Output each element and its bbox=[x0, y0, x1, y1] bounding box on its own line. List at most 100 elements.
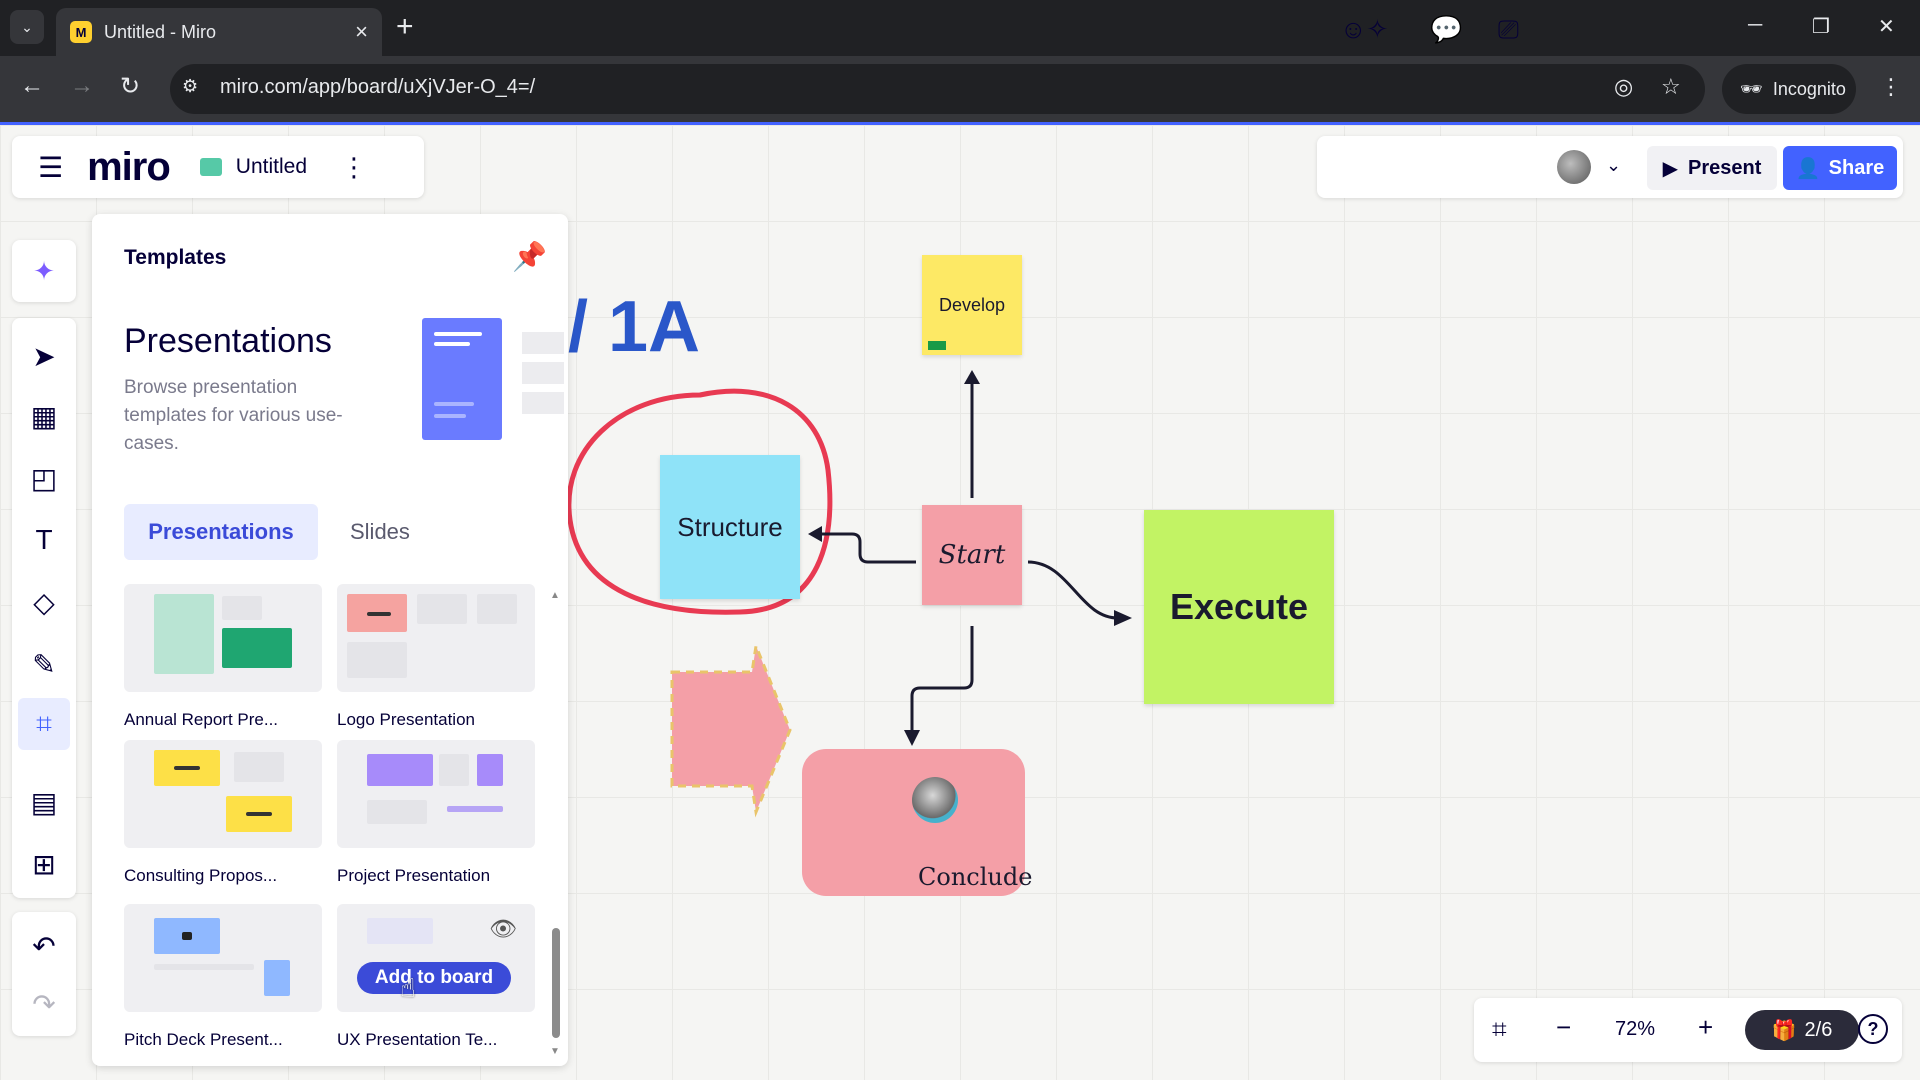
sticky-start-text: Start bbox=[938, 540, 1006, 570]
text-icon[interactable]: T bbox=[35, 524, 53, 555]
template-thumbnail[interactable] bbox=[124, 584, 322, 692]
address-bar[interactable] bbox=[170, 64, 1705, 114]
reactions-icon[interactable]: ☺✧ bbox=[1340, 14, 1389, 44]
template-thumbnail[interactable] bbox=[124, 740, 322, 848]
sticky-develop[interactable]: Develop bbox=[922, 255, 1022, 355]
template-item[interactable]: Consulting Propos... bbox=[124, 740, 322, 886]
gift-icon: 🎁 bbox=[1771, 1019, 1797, 1042]
template-label: Logo Presentation bbox=[337, 710, 475, 729]
ai-assist-icon[interactable]: ✦ bbox=[12, 240, 76, 302]
pen-icon[interactable]: ✎ bbox=[32, 648, 56, 680]
sticky-note-icon[interactable]: ◰ bbox=[30, 462, 58, 494]
play-icon: ▶ bbox=[1662, 157, 1678, 180]
miro-logo[interactable]: miro bbox=[87, 144, 171, 189]
board-more-icon[interactable]: ⋮ bbox=[341, 151, 367, 182]
undo-icon[interactable]: ↶ bbox=[32, 930, 56, 962]
sticky-execute[interactable]: Execute bbox=[1144, 510, 1334, 704]
board-header: ☰ miro Untitled ⋮ bbox=[12, 136, 424, 198]
forward-icon[interactable]: → bbox=[70, 72, 94, 99]
zoom-level[interactable]: 72% bbox=[1615, 1018, 1656, 1040]
share-user-icon: 👤 bbox=[1795, 157, 1821, 180]
back-icon[interactable]: ← bbox=[20, 72, 44, 99]
tab-close-icon[interactable]: × bbox=[355, 19, 368, 44]
sticky-structure-text: Structure bbox=[677, 511, 783, 542]
present-label: Present bbox=[1688, 156, 1762, 179]
share-label: Share bbox=[1828, 156, 1885, 179]
scroll-down-icon[interactable]: ▼ bbox=[550, 1046, 560, 1057]
board-name[interactable]: Untitled bbox=[235, 155, 307, 178]
incognito-icon: 🕶 bbox=[1740, 78, 1763, 99]
close-window-icon[interactable]: ✕ bbox=[1878, 16, 1895, 38]
sticky-structure[interactable]: Structure bbox=[660, 455, 800, 599]
redo-icon[interactable]: ↷ bbox=[32, 988, 56, 1020]
template-item[interactable]: Annual Report Pre... bbox=[124, 584, 322, 730]
template-label: Consulting Propos... bbox=[124, 866, 278, 885]
mouse-pointer-icon: ☝ bbox=[400, 973, 416, 1003]
fit-to-screen-icon[interactable]: ⌗ bbox=[1492, 1014, 1507, 1044]
reload-icon[interactable]: ↻ bbox=[120, 73, 141, 100]
bookmark-star-icon[interactable]: ☆ bbox=[1661, 74, 1681, 99]
pin-icon[interactable]: 📌 bbox=[512, 241, 547, 272]
tab-presentations[interactable]: Presentations bbox=[124, 504, 318, 560]
loading-accent-line bbox=[0, 122, 1920, 125]
tab-title: Untitled - Miro bbox=[104, 21, 217, 42]
template-item[interactable]: Logo Presentation bbox=[337, 584, 535, 730]
hero-illustration bbox=[422, 318, 568, 448]
hero-title: Presentations bbox=[124, 322, 332, 360]
select-cursor-icon[interactable]: ➤ bbox=[32, 340, 56, 372]
shapes-icon[interactable]: ◇ bbox=[33, 586, 55, 618]
template-item[interactable]: Project Presentation bbox=[337, 740, 535, 886]
templates-panel: Templates 📌 Presentations Browse present… bbox=[92, 214, 568, 1066]
help-icon[interactable]: ? bbox=[1858, 1014, 1888, 1044]
eye-off-icon[interactable]: ◎ bbox=[1614, 74, 1634, 99]
sticky-start[interactable]: Start bbox=[922, 505, 1022, 605]
sticky-develop-text: Develop bbox=[938, 294, 1006, 315]
present-button[interactable]: ▶ Present bbox=[1647, 146, 1777, 190]
template-thumbnail[interactable] bbox=[124, 904, 322, 1012]
url-text[interactable]: miro.com/app/board/uXjVJer-O_4=/ bbox=[220, 76, 536, 98]
video-call-icon[interactable]: ⎚ bbox=[1498, 14, 1519, 44]
browser-menu-icon[interactable]: ⋮ bbox=[1880, 74, 1902, 99]
user-avatar[interactable] bbox=[1557, 150, 1591, 184]
chevron-down-icon[interactable]: ⌄ bbox=[1606, 155, 1622, 175]
tab-slides[interactable]: Slides bbox=[350, 519, 410, 544]
restore-icon[interactable]: ❐ bbox=[1812, 16, 1830, 38]
template-item[interactable]: Pitch Deck Present... bbox=[124, 904, 322, 1050]
tab-search-icon[interactable]: ⌄ bbox=[10, 10, 44, 44]
template-thumbnail[interactable] bbox=[337, 584, 535, 692]
template-label: Pitch Deck Present... bbox=[124, 1030, 283, 1049]
comments-icon[interactable]: 💬 bbox=[1430, 14, 1463, 44]
sticky-execute-text: Execute bbox=[1169, 586, 1309, 627]
new-tab-icon[interactable]: + bbox=[396, 10, 414, 43]
pages-indicator[interactable]: 🎁 2/6 bbox=[1745, 1010, 1859, 1050]
main-menu-icon[interactable]: ☰ bbox=[38, 151, 64, 183]
pages-count: 2/6 bbox=[1804, 1018, 1833, 1041]
minimize-icon[interactable]: ─ bbox=[1748, 14, 1763, 36]
incognito-badge[interactable]: 🕶 Incognito bbox=[1722, 64, 1856, 114]
add-more-icon[interactable]: ⊞ bbox=[32, 848, 56, 880]
template-label: Project Presentation bbox=[337, 866, 491, 885]
board-book-icon bbox=[199, 158, 222, 176]
layout-icon[interactable]: ▤ bbox=[30, 786, 58, 818]
browser-tab[interactable]: M Untitled - Miro × bbox=[56, 8, 382, 56]
left-toolbar: ➤ ▦ ◰ T ◇ ✎ ⌗ ▤ ⊞ bbox=[12, 318, 76, 898]
template-label: UX Presentation Te... bbox=[337, 1030, 498, 1049]
zoom-in-icon[interactable]: + bbox=[1698, 1012, 1714, 1042]
board-heading-text[interactable]: / 1A bbox=[568, 287, 701, 367]
site-info-icon[interactable]: ⚙ bbox=[182, 76, 199, 96]
frame-icon[interactable]: ⌗ bbox=[18, 698, 70, 750]
zoom-out-icon[interactable]: − bbox=[1556, 1012, 1572, 1042]
scroll-up-icon[interactable]: ▲ bbox=[550, 590, 560, 601]
templates-icon[interactable]: ▦ bbox=[30, 400, 58, 432]
preview-eye-icon[interactable]: 👁 bbox=[489, 916, 517, 941]
incognito-label: Incognito bbox=[1772, 78, 1846, 99]
hero-description: Browse presentation templates for variou… bbox=[124, 377, 343, 454]
template-item[interactable]: 👁 Add to board UX Presentation Te... bbox=[337, 904, 535, 1050]
template-thumbnail[interactable]: 👁 Add to board bbox=[337, 904, 535, 1012]
add-to-board-button[interactable]: Add to board bbox=[357, 962, 511, 994]
share-button[interactable]: 👤 Share bbox=[1783, 146, 1897, 190]
panel-scrollbar[interactable] bbox=[552, 928, 560, 1038]
conclude-avatar bbox=[912, 777, 958, 823]
template-thumbnail[interactable] bbox=[337, 740, 535, 848]
shape-conclude[interactable] bbox=[802, 749, 1025, 896]
